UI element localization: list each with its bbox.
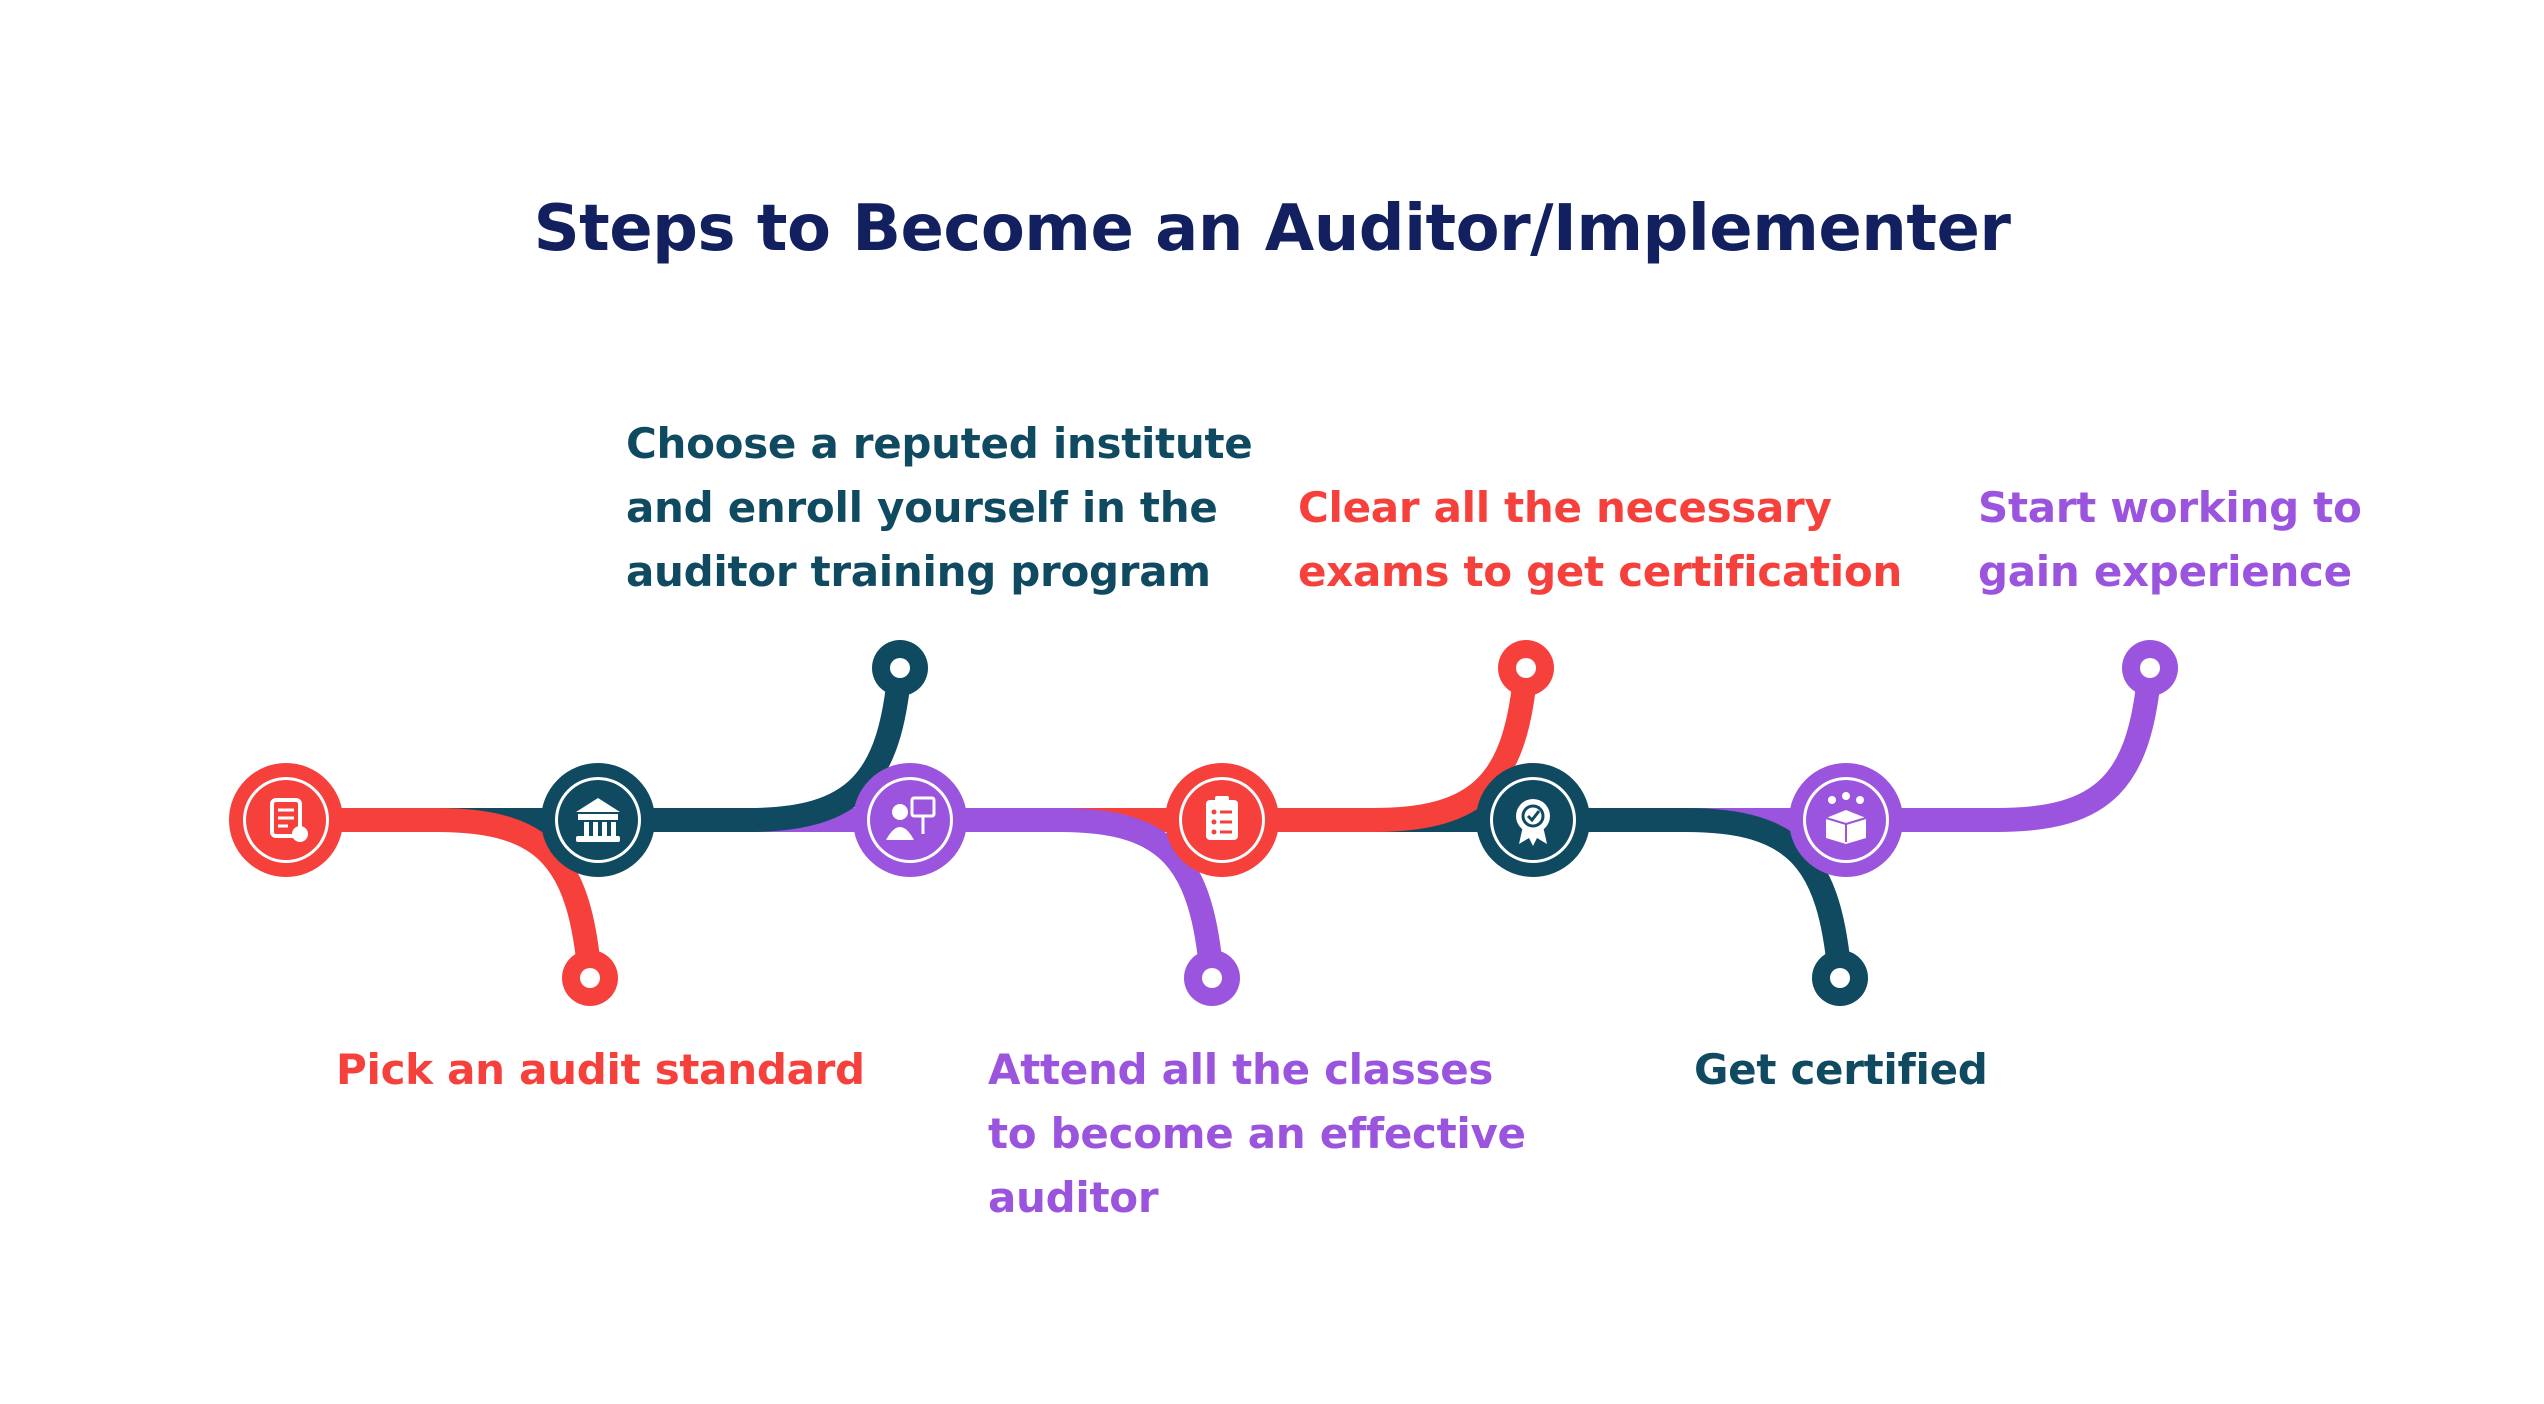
classroom-presentation-icon	[886, 796, 936, 840]
branch-curve-2	[586, 656, 912, 832]
step-3-line-1: Attend all the classes	[988, 1045, 1494, 1094]
exam-checklist-icon	[1206, 796, 1238, 840]
branch-endpoint-dot-6	[2140, 658, 2160, 678]
step-5-label: Get certified	[1694, 1038, 1988, 1102]
branch-endpoint-dot-4	[1516, 658, 1536, 678]
step-2-line-3: auditor training program	[626, 547, 1211, 596]
audit-document-icon	[270, 798, 308, 842]
step-4-label: Clear all the necessary exams to get cert…	[1298, 476, 1902, 604]
step-3-line-3: auditor	[988, 1173, 1159, 1222]
certification-badge-icon	[1516, 799, 1550, 846]
step-4-line-1: Clear all the necessary	[1298, 483, 1832, 532]
step-6-line-2: gain experience	[1978, 547, 2352, 596]
branch-endpoint-dot-3	[1202, 968, 1222, 988]
step-3-line-2: to become an effective	[988, 1109, 1526, 1158]
step-6-line-1: Start working to	[1978, 483, 2362, 532]
step-1-line-1: Pick an audit standard	[336, 1045, 865, 1094]
step-node-1	[229, 763, 343, 877]
step-4-line-2: exams to get certification	[1298, 547, 1903, 596]
branch-curve-1	[274, 808, 602, 990]
step-node-5	[1476, 763, 1590, 877]
step-5-line-1: Get certified	[1694, 1045, 1988, 1094]
step-3-label: Attend all the classes to become an effec…	[988, 1038, 1526, 1230]
institute-building-icon	[576, 798, 620, 842]
step-2-line-1: Choose a reputed institute	[626, 419, 1253, 468]
step-2-label: Choose a reputed institute and enroll you…	[626, 412, 1253, 604]
branch-curve-3	[898, 808, 1224, 990]
branch-curve-4	[1210, 656, 1538, 832]
step-node-4	[1165, 763, 1279, 877]
branch-endpoint-dot-2	[890, 658, 910, 678]
step-node-2	[541, 763, 655, 877]
page-title: Steps to Become an Auditor/Implementer	[533, 191, 2011, 266]
branch-curve-6	[1834, 656, 2162, 832]
branch-endpoint-dot-1	[580, 968, 600, 988]
step-node-3	[853, 763, 967, 877]
step-6-label: Start working to gain experience	[1978, 476, 2362, 604]
step-node-6	[1789, 763, 1903, 877]
work-experience-box-icon	[1825, 792, 1867, 844]
step-2-line-2: and enroll yourself in the	[626, 483, 1218, 532]
step-1-label: Pick an audit standard	[336, 1038, 865, 1102]
branch-curve-5	[1521, 808, 1852, 990]
branch-endpoint-dot-5	[1830, 968, 1850, 988]
step-nodes	[229, 763, 1903, 877]
